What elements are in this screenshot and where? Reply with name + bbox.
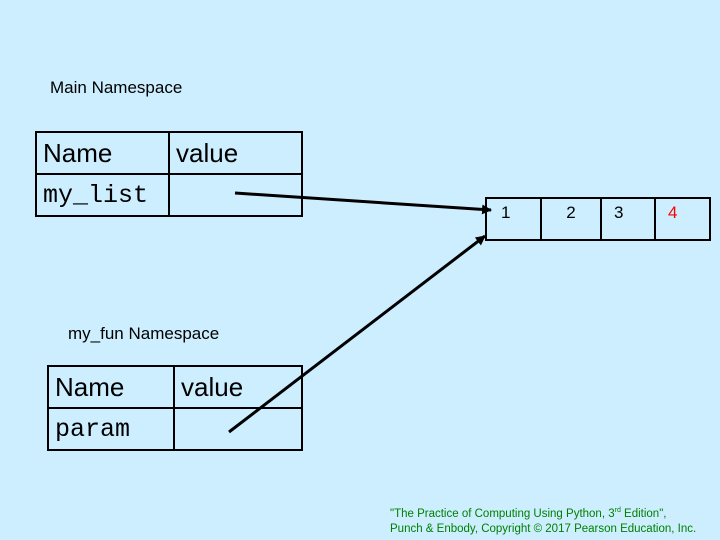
list-object: 1 2 3 4 <box>485 197 711 241</box>
table-header-row: Name value <box>35 131 303 175</box>
list-element-4: 4 <box>654 197 711 241</box>
value-column-header: value <box>168 131 303 175</box>
my-list-reference-arrow <box>234 191 492 215</box>
variable-value-cell <box>173 407 303 451</box>
list-element-2: 2 <box>540 197 602 241</box>
variable-name-my-list: my_list <box>35 173 170 217</box>
name-column-header: Name <box>35 131 170 175</box>
variable-name-param: param <box>47 407 175 451</box>
table-header-row: Name value <box>47 365 303 409</box>
list-element-row: 1 2 3 4 <box>485 197 711 241</box>
credit-superscript: rd <box>614 507 621 515</box>
main-namespace-label: Main Namespace <box>50 78 183 97</box>
list-element-1: 1 <box>485 197 542 241</box>
list-element-3: 3 <box>600 197 656 241</box>
fun-namespace-label: my_fun Namespace <box>68 324 220 343</box>
credit-title-text: "The Practice of Computing Using Python,… <box>390 508 615 520</box>
param-reference-arrow <box>228 234 486 434</box>
name-column-header: Name <box>47 365 175 409</box>
credit-edition-text: Edition", <box>620 508 667 520</box>
copyright-credit: "The Practice of Computing Using Python,… <box>390 507 696 537</box>
main-namespace-table: Name value my_list <box>35 131 303 217</box>
table-row: my_list <box>35 173 303 217</box>
credit-line-2: Punch & Enbody, Copyright © 2017 Pearson… <box>390 523 697 535</box>
table-row: param <box>47 407 303 451</box>
credit-line-1: "The Practice of Computing Using Python,… <box>390 507 696 522</box>
value-column-header: value <box>173 365 303 409</box>
fun-namespace-table: Name value param <box>47 365 303 451</box>
